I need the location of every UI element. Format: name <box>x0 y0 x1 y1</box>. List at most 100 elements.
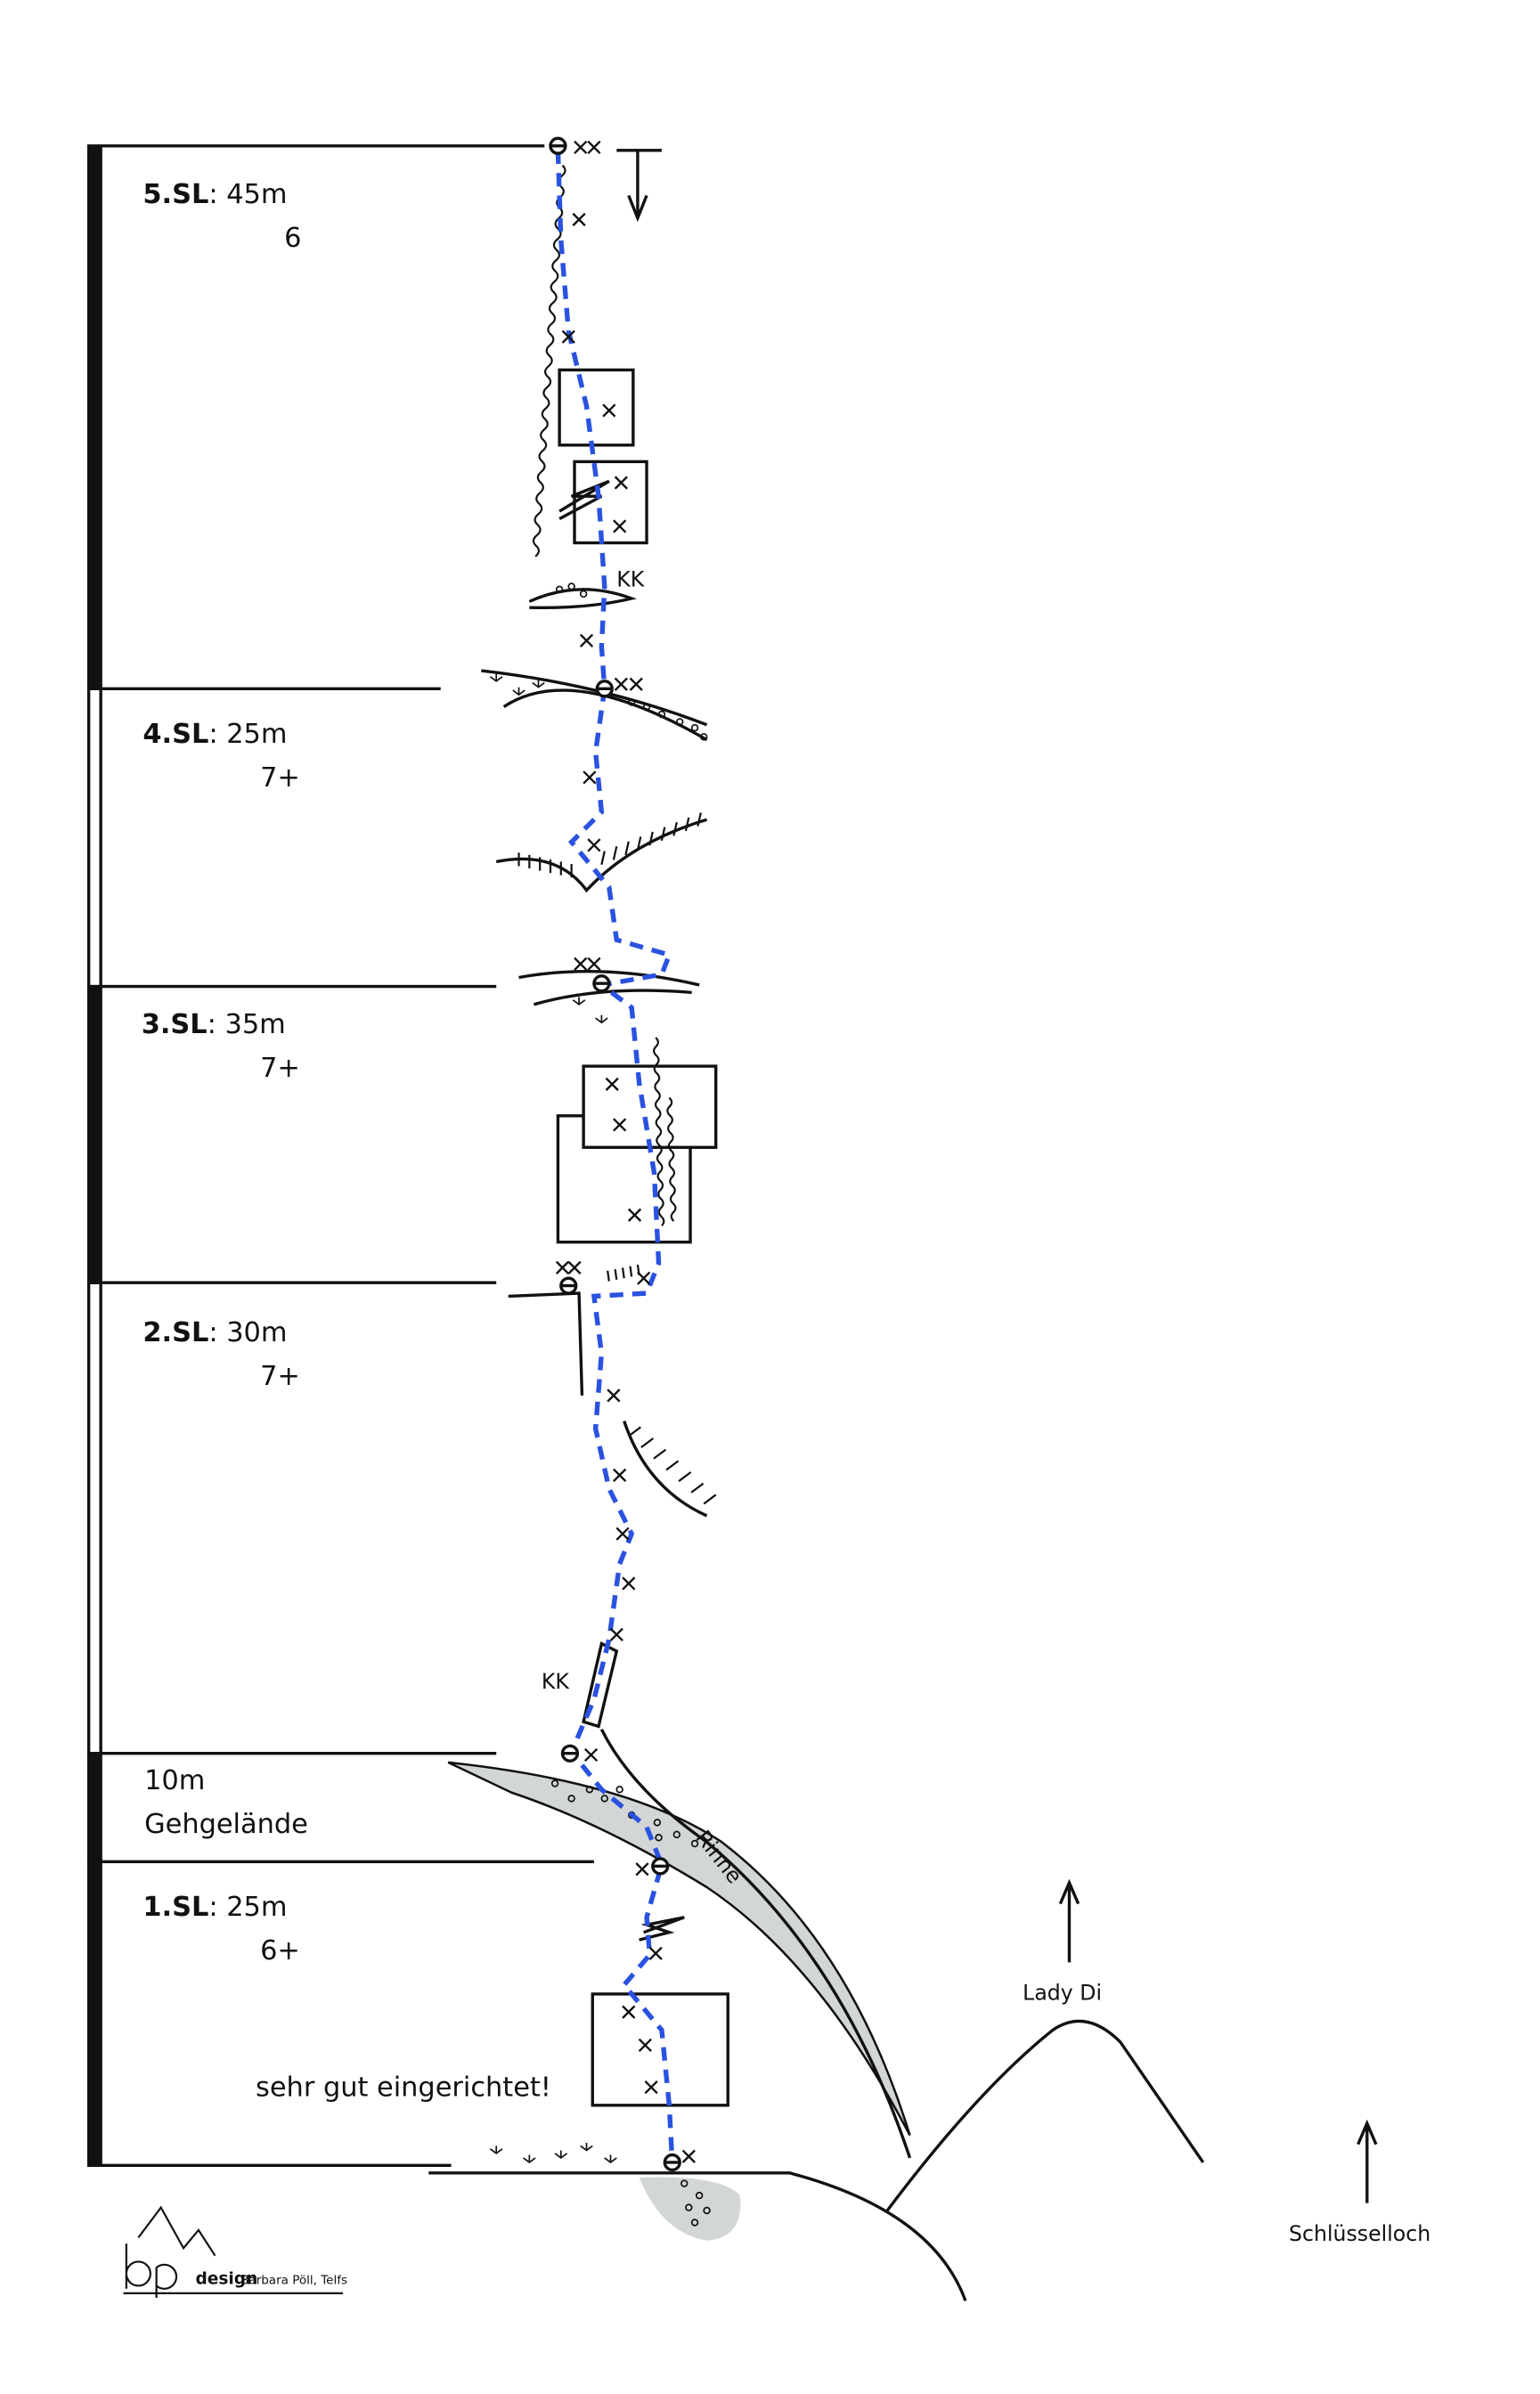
scree-dot <box>550 1779 559 1787</box>
scree-dot <box>579 590 588 598</box>
scree-dot <box>653 1819 662 1827</box>
svg-text:design: design <box>196 2270 258 2289</box>
bolt-icon <box>681 2149 696 2163</box>
svg-text:4.SL: 25m: 4.SL: 25m <box>143 719 287 750</box>
hatch <box>629 1266 633 1277</box>
svg-text:5.SL: 45m: 5.SL: 45m <box>143 179 287 210</box>
pitch-2-label: 2.SL: 30m 7+ <box>143 1317 299 1392</box>
hatch <box>660 826 666 842</box>
hatch <box>621 1267 625 1279</box>
scree-dot <box>699 733 708 741</box>
bolt-icon <box>614 476 628 490</box>
svg-text:6+: 6+ <box>260 1935 300 1966</box>
roof-hatching <box>517 812 717 1505</box>
hatch <box>653 1448 667 1460</box>
bolt-icon <box>637 1271 651 1285</box>
bolt-icon <box>561 330 575 344</box>
scree-dot <box>600 1795 608 1803</box>
grass-icon <box>580 2143 593 2152</box>
pitch-4-label: 4.SL: 25m 7+ <box>143 719 299 794</box>
ground-line <box>428 2171 967 2301</box>
bolt-icon <box>587 838 601 852</box>
grass-icon <box>595 1014 608 1024</box>
arrow-up-icon <box>1357 2119 1378 2203</box>
svg-text:6: 6 <box>284 223 301 254</box>
rappel-arrow-icon <box>616 149 662 223</box>
hatch <box>612 846 618 860</box>
hatch <box>703 1494 717 1505</box>
bolt-icon <box>574 140 588 155</box>
scree-dot <box>555 585 564 594</box>
bolt-icon <box>635 1862 649 1877</box>
hatch <box>636 836 642 851</box>
grass-icon <box>554 2150 568 2159</box>
bolt-icon <box>583 1747 599 1763</box>
scree-dot <box>642 703 651 711</box>
comment-text: sehr gut eingerichtet! <box>256 2072 551 2104</box>
grass-icon <box>489 673 503 682</box>
hill-lady-di <box>885 2019 1205 2212</box>
svg-text:3.SL: 35m: 3.SL: 35m <box>142 1009 286 1040</box>
svg-text:Barbara Pöll, Telfs: Barbara Pöll, Telfs <box>240 2274 347 2288</box>
bolt-icon <box>627 1208 642 1222</box>
svg-text:10m: 10m <box>144 1765 205 1796</box>
hatch <box>624 841 630 856</box>
gully-edge <box>599 1728 912 2159</box>
bolt-icon <box>613 1468 627 1482</box>
bolts <box>555 140 696 2163</box>
bolt-icon <box>648 1946 663 1960</box>
pitch-5-label: 5.SL: 45m 6 <box>143 179 301 254</box>
bolt-icon <box>638 2038 652 2052</box>
bolt-icon <box>615 1527 630 1541</box>
bolt-icon <box>587 140 601 155</box>
crack-wave <box>653 1037 665 1226</box>
bolt-icon <box>622 1576 636 1591</box>
kk-label-top: KK <box>616 566 644 591</box>
bolt-icon <box>605 1077 619 1091</box>
hatch <box>607 1270 610 1282</box>
bolt-icon <box>574 957 588 971</box>
hatch <box>628 1426 641 1437</box>
scree-dot <box>672 1830 681 1839</box>
scree-dot <box>567 582 575 590</box>
bolt-icon <box>614 677 628 691</box>
bolt-icon <box>644 2080 658 2095</box>
bolt-icon <box>613 519 627 533</box>
grass-icon <box>572 997 586 1006</box>
scree-dot <box>685 2203 693 2211</box>
bolt-icon <box>579 633 594 647</box>
svg-text:2.SL: 30m: 2.SL: 30m <box>143 1317 287 1348</box>
scree-dot <box>690 1839 699 1848</box>
bolt-icon <box>587 957 601 971</box>
kk-label-bottom: KK <box>542 1669 569 1694</box>
hatch <box>640 1437 655 1449</box>
pitch-dividers <box>86 144 594 2168</box>
bolt-icon <box>622 2005 636 2019</box>
hatch <box>684 817 690 832</box>
ground-blob <box>639 2177 741 2241</box>
bolt-icon <box>602 403 616 418</box>
scree-dot <box>615 1786 623 1794</box>
approach-label: 10m Gehgelände <box>144 1765 308 1840</box>
scree-dot <box>657 710 666 719</box>
grass-icon <box>532 680 545 688</box>
climbing-route <box>555 150 675 2163</box>
hatch <box>600 851 606 866</box>
grass-icon <box>512 687 526 696</box>
scree-dot <box>585 1786 594 1794</box>
scree-dot <box>690 723 699 732</box>
lady-di-label: Lady Di <box>1023 1981 1102 2006</box>
svg-text:7+: 7+ <box>260 762 300 794</box>
bolt-icon <box>572 212 586 227</box>
hatch <box>665 1460 680 1471</box>
crack-lines <box>489 164 711 2227</box>
scree-dot <box>690 2219 699 2227</box>
grass-icon <box>604 2154 617 2164</box>
bolt-icon <box>607 1388 621 1403</box>
svg-text:Gehgelände: Gehgelände <box>144 1809 308 1840</box>
bolt-icon <box>567 1260 582 1274</box>
scree-dot <box>703 2206 711 2215</box>
crack-wave <box>666 1096 677 1222</box>
scree-dot <box>567 1795 575 1803</box>
